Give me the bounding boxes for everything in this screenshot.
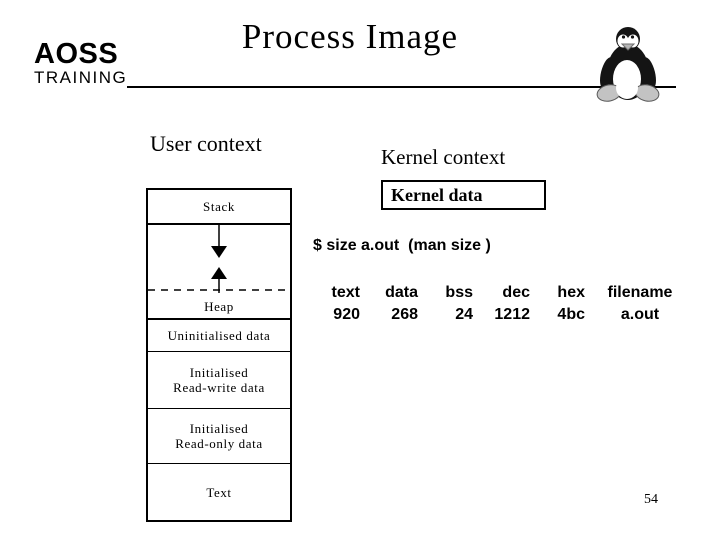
segment-stack: Stack — [148, 190, 290, 225]
segment-heap: Heap — [148, 225, 290, 320]
tux-left-eye — [621, 35, 626, 39]
tux-beak — [620, 43, 636, 51]
size-header-filename: filename — [607, 284, 673, 301]
segment-heap-label: Heap — [204, 299, 234, 314]
size-value-text: 920 — [333, 306, 360, 323]
tux-right-eye — [630, 35, 635, 39]
size-value-filename: a.out — [620, 306, 660, 323]
segment-text-label: Text — [206, 484, 232, 500]
segment-ro-label-line1: Initialised — [189, 421, 249, 436]
size-output-table: text data bss dec hex filename 920 268 2… — [314, 282, 695, 326]
size-value-dec: 1212 — [494, 306, 530, 323]
segment-initialised-read-write: Initialised Read-write data — [148, 352, 290, 409]
page-number: 54 — [644, 492, 658, 507]
slide-title: Process Image — [241, 17, 459, 56]
header-divider-line — [127, 86, 676, 88]
user-context-heading: User context — [150, 131, 262, 156]
segment-ro-label-line2: Read-only data — [175, 436, 263, 451]
size-value-data: 268 — [391, 306, 418, 323]
up-arrow-icon — [211, 267, 227, 279]
size-header-data: data — [385, 284, 418, 301]
kernel-data-box: Kernel data — [381, 180, 546, 210]
segment-text: Text — [148, 464, 290, 520]
size-header-dec: dec — [502, 284, 530, 301]
memory-layout-diagram: Stack Heap Uninitialised data Initialise… — [146, 188, 292, 522]
size-value-bss: 24 — [455, 306, 473, 323]
size-header-bss: bss — [445, 284, 473, 301]
heap-growth-arrows — [148, 225, 290, 293]
segment-rw-label-line2: Read-write data — [173, 380, 265, 395]
size-command-text: $ size a.out (man size ) — [313, 237, 491, 254]
tux-belly-bottom — [616, 77, 638, 99]
down-arrow-icon — [211, 246, 227, 258]
tux-penguin-icon — [596, 27, 660, 102]
size-header-text: text — [331, 284, 360, 301]
logo-text-training: TRAINING — [34, 68, 128, 87]
logo-text-aoss: AOSS — [34, 38, 119, 70]
kernel-context-heading: Kernel context — [381, 145, 506, 169]
size-header-hex: hex — [557, 284, 585, 301]
size-table-value-row: 920 268 24 1212 4bc a.out — [314, 304, 695, 326]
segment-initialised-read-only: Initialised Read-only data — [148, 409, 290, 464]
aoss-logo: AOSS TRAINING — [34, 40, 127, 87]
segment-uninitialised-data: Uninitialised data — [148, 320, 290, 352]
segment-uninitialised-label: Uninitialised data — [167, 328, 271, 343]
size-value-hex: 4bc — [557, 306, 585, 323]
segment-rw-label-line1: Initialised — [189, 365, 249, 380]
segment-stack-label: Stack — [203, 199, 235, 214]
kernel-data-label: Kernel data — [391, 184, 483, 205]
size-table-header-row: text data bss dec hex filename — [314, 282, 695, 304]
